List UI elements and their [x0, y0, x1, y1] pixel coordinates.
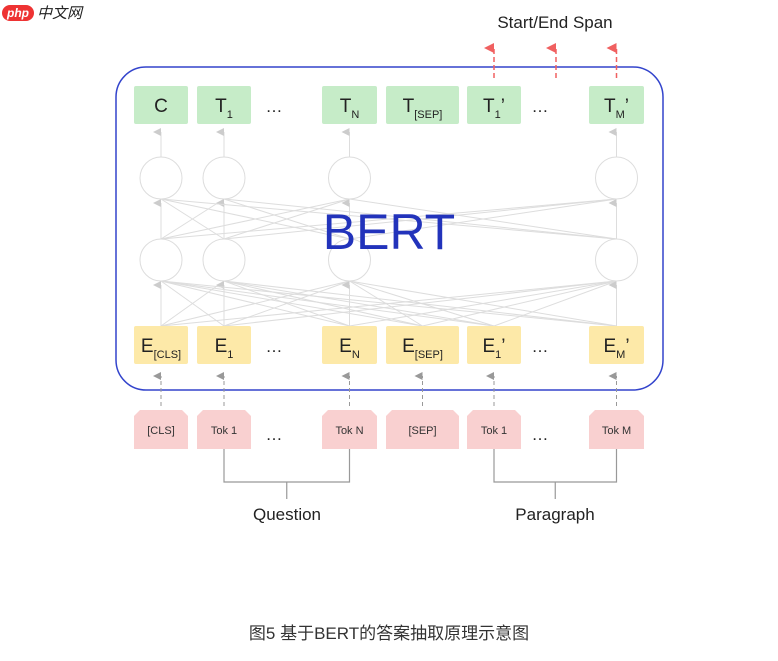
- ellipsis: …: [532, 97, 549, 116]
- embedding-to-layer1-line: [422, 280, 617, 327]
- ellipsis: …: [266, 425, 283, 444]
- input-token-box: [322, 410, 377, 449]
- embedding-to-layer1-line: [223, 280, 423, 327]
- embedding-to-layer1-line: [223, 280, 617, 327]
- embedding-to-layer1-line: [160, 280, 225, 327]
- input-token-label: Tok N: [335, 425, 363, 437]
- input-token-label: Tok 1: [481, 425, 507, 437]
- output-token-box: [322, 86, 377, 124]
- output-token-box: [197, 86, 251, 124]
- input-token-label: [CLS]: [147, 425, 175, 437]
- transformer-node-layer2: [328, 238, 371, 282]
- paragraph-label: Paragraph: [515, 505, 594, 524]
- embedding-label: EM’: [603, 336, 629, 361]
- layer1-to-layer2-line: [160, 198, 225, 240]
- input-token-box: [467, 410, 521, 449]
- embedding-to-layer1-line: [493, 280, 617, 327]
- logo-name: 中文网: [37, 5, 83, 22]
- ellipsis: …: [266, 97, 283, 116]
- output-token-label: TM’: [604, 96, 629, 121]
- ellipsis: …: [532, 337, 549, 356]
- transformer-node-layer2: [595, 238, 638, 282]
- input-token-label: Tok 1: [211, 425, 237, 437]
- layer1-to-layer2-line: [223, 198, 617, 240]
- output-token-label: T[SEP]: [403, 96, 443, 121]
- input-token-label: Tok M: [602, 425, 631, 437]
- embedding-box: [134, 326, 188, 364]
- input-token-box: [386, 410, 459, 449]
- embedding-box: [467, 326, 521, 364]
- embedding-label: E[SEP]: [402, 336, 443, 361]
- embedding-to-layer1-line: [160, 280, 350, 327]
- output-token-label: TN: [340, 96, 360, 121]
- embedding-box: [197, 326, 251, 364]
- embedding-to-layer1-line: [223, 280, 495, 327]
- logo-brand: php: [2, 4, 34, 21]
- embedding-box: [589, 326, 644, 364]
- output-token-label: T1: [215, 96, 233, 121]
- input-token-box: [197, 410, 251, 449]
- ellipsis: …: [532, 425, 549, 444]
- output-token-box: [134, 86, 188, 124]
- transformer-node-layer1: [202, 156, 246, 200]
- layer1-to-layer2-line: [160, 198, 617, 240]
- output-token-box: [467, 86, 521, 124]
- bert-frame: [115, 66, 664, 391]
- embedding-label: E[CLS]: [141, 336, 181, 361]
- embedding-label: E1: [215, 336, 234, 361]
- transformer-connections: [153, 198, 617, 327]
- input-token-label: [SEP]: [408, 425, 436, 437]
- figure-caption: 图5 基于BERT的答案抽取原理示意图: [248, 624, 530, 643]
- bert-label: BERT: [323, 204, 455, 260]
- embedding-to-layer1-line: [160, 280, 423, 327]
- embedding-box: [386, 326, 459, 364]
- question-bracket: [223, 449, 351, 499]
- output-token-box: [386, 86, 459, 124]
- input-token-box: [134, 410, 188, 449]
- output-label: Start/End Span: [497, 13, 612, 32]
- embedding-to-layer1-line: [160, 280, 617, 327]
- input-token-box: [589, 410, 644, 449]
- embedding-box: [322, 326, 377, 364]
- transformer-node-layer2: [139, 238, 183, 282]
- site-logo: php 中文网: [2, 2, 82, 23]
- embedding-to-layer1-line: [223, 280, 350, 327]
- output-token-label: T1’: [483, 96, 505, 121]
- transformer-node-layer1: [328, 156, 371, 200]
- question-label: Question: [253, 505, 321, 524]
- layer1-to-layer2-line: [349, 198, 617, 240]
- output-token-label: C: [154, 96, 168, 117]
- layer1-to-layer2-line: [223, 198, 350, 240]
- transformer-node-layer2: [202, 238, 246, 282]
- transformer-node-layer1: [595, 156, 638, 200]
- output-token-box: [589, 86, 644, 124]
- embedding-label: E1’: [482, 336, 505, 361]
- embedding-to-layer1-line: [349, 280, 617, 327]
- embedding-label: EN: [339, 336, 360, 361]
- layer1-to-layer2-line: [160, 198, 350, 240]
- transformer-node-layer1: [139, 156, 183, 200]
- paragraph-bracket: [493, 449, 618, 499]
- ellipsis: …: [266, 337, 283, 356]
- embedding-to-layer1-line: [160, 280, 495, 327]
